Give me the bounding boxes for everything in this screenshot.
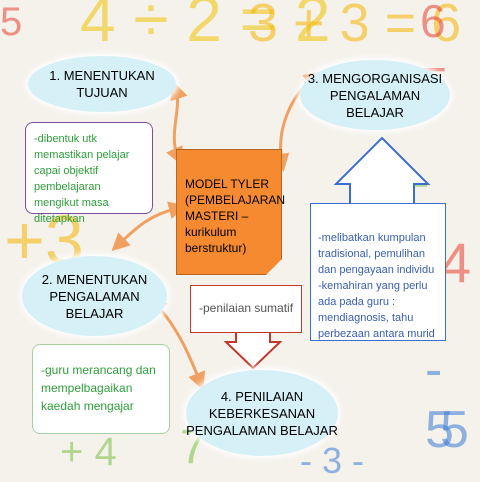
- arrow-core-to-pengalaman: [111, 201, 187, 252]
- node-penilaian: 4. PENILAIAN KEBERKESANAN PENGALAMAN BEL…: [186, 370, 338, 456]
- note-text: -dibentuk utk memastikan pelajar capai o…: [34, 133, 130, 225]
- bg-numeral: 4 ÷ 2 = 2: [80, 0, 331, 55]
- bg-numeral: 5: [0, 0, 23, 44]
- arrow-core-to-tujuan: [166, 81, 188, 166]
- bg-numeral: - 5: [425, 341, 454, 459]
- note-pengalaman: -guru merancang dan mempelbagaikan kaeda…: [32, 344, 170, 434]
- note-text: -guru merancang dan mempelbagaikan kaeda…: [41, 363, 156, 413]
- note-text: -penilaian sumatif: [199, 301, 294, 315]
- arrow-pengalaman-to-penilaian: [148, 296, 206, 391]
- note-text: -melibatkan kumpulan tradisional, pemuli…: [318, 232, 435, 340]
- note-penilaian: -penilaian sumatif: [190, 285, 302, 333]
- node-label-line2: PENGALAMAN BELAJAR: [329, 87, 421, 120]
- node-label: 1. MENENTUKAN TUJUAN: [49, 68, 155, 100]
- bg-numeral: 5: [440, 401, 469, 459]
- node-label-line2: KEBERKESANAN: [208, 405, 316, 421]
- big-arrow-up: [333, 136, 431, 220]
- node-label-line1: 2. MENENTUKAN: [41, 271, 148, 287]
- node-label-line3: PENGALAMAN BELAJAR: [186, 422, 338, 438]
- core-model-tyler: MODEL TYLER (PEMBELAJARAN MASTERI – kuri…: [176, 149, 286, 275]
- core-title: MODEL TYLER (PEMBELAJARAN MASTERI – kuri…: [185, 177, 286, 255]
- note-tujuan: -dibentuk utk memastikan pelajar capai o…: [25, 122, 153, 225]
- node-label-line2: PENGALAMAN BELAJAR: [49, 288, 140, 321]
- big-arrow-down: [223, 333, 283, 370]
- bg-numeral: + 4: [60, 430, 117, 474]
- node-menentukan-pengalaman: 2. MENENTUKAN PENGALAMAN BELAJAR: [22, 256, 167, 336]
- bg-numeral: 3 + 3 = 6: [248, 0, 462, 53]
- node-menentukan-tujuan: 1. MENENTUKAN TUJUAN: [28, 56, 176, 112]
- bg-numeral: - 3 -: [300, 440, 365, 481]
- node-label-line1: 4. PENILAIAN: [220, 388, 304, 404]
- node-mengorganisasi: 3. MENGORGANISASI PENGALAMAN BELAJAR: [300, 60, 450, 130]
- page-fold: [266, 259, 282, 275]
- node-label-line1: 3. MENGORGANISASI: [307, 70, 443, 86]
- note-organisasi: -melibatkan kumpulan tradisional, pemuli…: [310, 203, 446, 341]
